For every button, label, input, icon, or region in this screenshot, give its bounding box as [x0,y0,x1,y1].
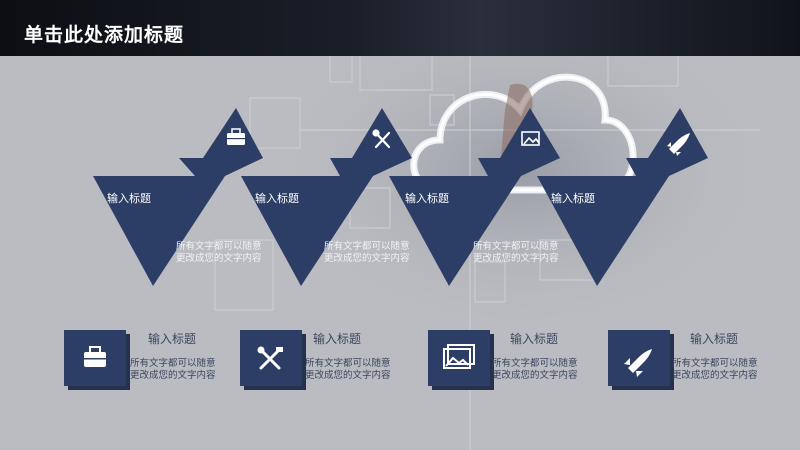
rocket-icon [624,349,652,377]
small-triangle-2 [352,108,412,158]
big-triangle-3 [389,176,521,286]
tools-icon [372,129,391,149]
big-triangle-1 [93,176,225,286]
card-desc-3[interactable]: 所有文字都可以随意 更改成您的文字内容 [492,358,578,381]
card-title-3[interactable]: 输入标题 [510,332,559,346]
card-title-2[interactable]: 输入标题 [313,332,362,346]
big-triangle-4 [537,176,669,286]
card-title-4[interactable]: 输入标题 [690,332,739,346]
triangle-label-1[interactable]: 输入标题 [107,192,151,205]
card-icon-box-2 [240,330,302,386]
triangle-item-2 [241,108,412,286]
triangle-item-4 [537,108,708,286]
triangle-label-3[interactable]: 输入标题 [405,192,449,205]
picture-icon [521,131,540,146]
big-triangle-2 [241,176,373,286]
small-triangle-4 [648,108,708,158]
card-desc-4[interactable]: 所有文字都可以随意 更改成您的文字内容 [672,358,758,381]
triangle-desc-1[interactable]: 所有文字都可以随意 更改成您的文字内容 [176,241,262,264]
rocket-icon [667,133,690,156]
card-icon-box-1 [64,330,126,386]
triangle-label-2[interactable]: 输入标题 [255,192,299,205]
triangle-desc-2[interactable]: 所有文字都可以随意 更改成您的文字内容 [324,241,410,264]
card-icon-box-3 [428,330,490,386]
triangle-label-4[interactable]: 输入标题 [551,192,595,205]
briefcase-icon [227,128,245,145]
small-triangle-3 [500,108,560,158]
card-desc-2[interactable]: 所有文字都可以随意 更改成您的文字内容 [305,358,391,381]
card-icon-box-4 [608,330,670,386]
card-desc-1[interactable]: 所有文字都可以随意 更改成您的文字内容 [130,358,216,381]
briefcase-icon [84,346,106,367]
tools-icon [257,346,283,370]
triangle-item-3 [389,108,560,286]
triangle-desc-3[interactable]: 所有文字都可以随意 更改成您的文字内容 [473,241,559,264]
slide-title[interactable]: 单击此处添加标题 [24,24,185,46]
card-title-1[interactable]: 输入标题 [148,332,197,346]
title-bar [0,0,800,56]
triangle-row [93,108,708,286]
picture-icon [443,344,475,369]
